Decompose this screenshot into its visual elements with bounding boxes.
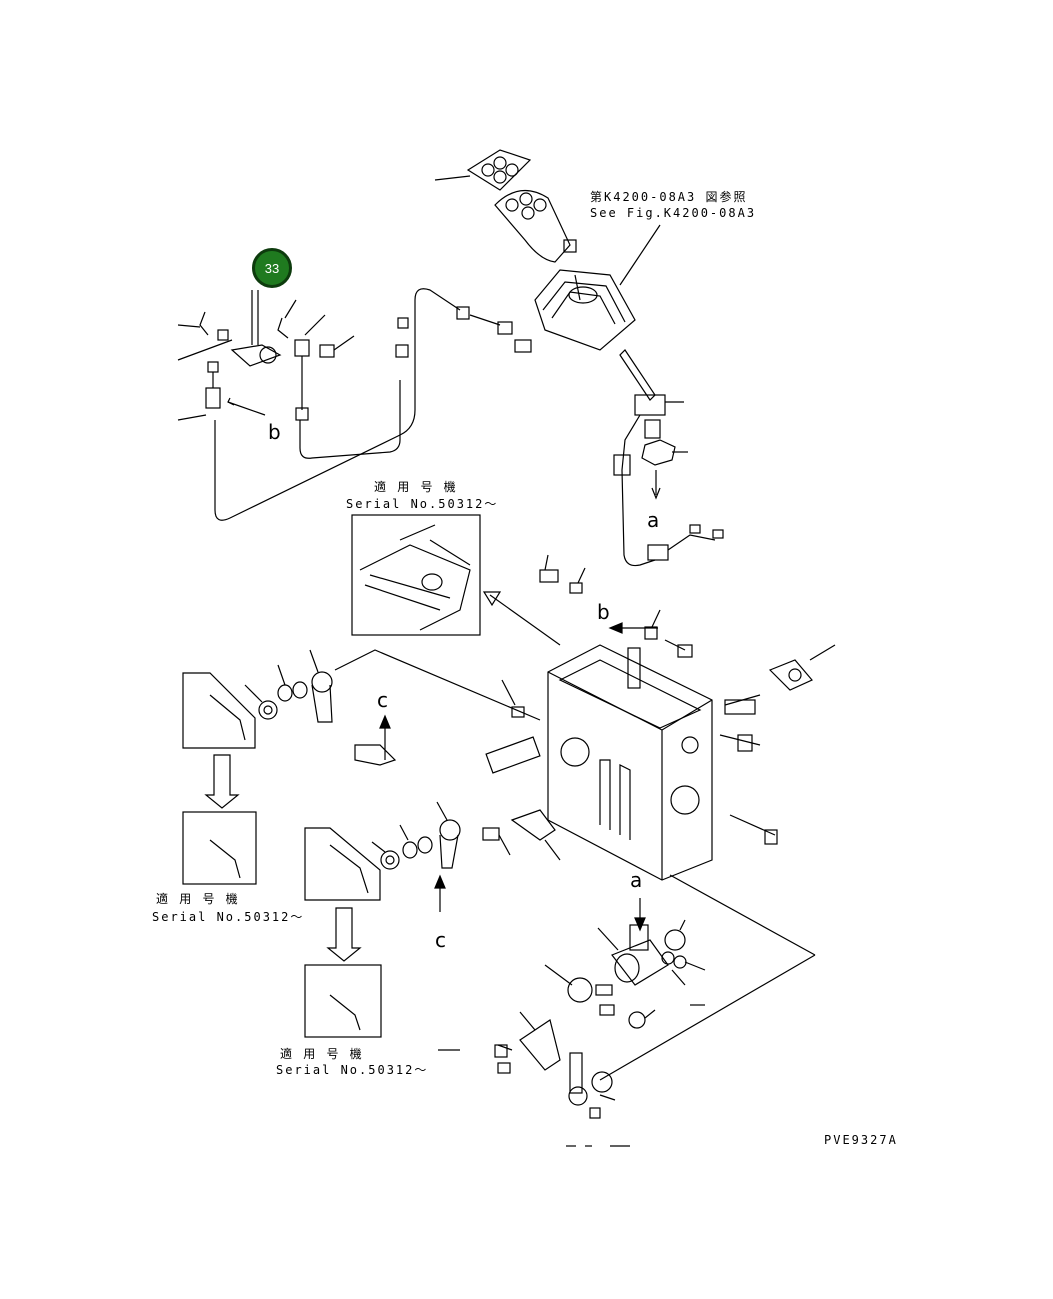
valve-block: [547, 644, 713, 881]
serial-label-jp-1: 適 用 号 機: [374, 480, 458, 494]
letter-c-upper: c: [377, 688, 388, 712]
spool-parts: [244, 649, 561, 870]
serial-label-en-3: Serial No.50312～: [276, 1063, 429, 1077]
bolts: [501, 554, 836, 845]
serial-label-jp-2: 適 用 号 機: [156, 892, 240, 906]
serial-label-jp-3: 適 用 号 機: [280, 1047, 364, 1061]
inset-arrow: [489, 594, 561, 646]
inset-arrow-head: [482, 591, 502, 607]
letter-a-lower: a: [630, 868, 643, 892]
inset-box-upper: [351, 514, 481, 636]
callout-badge[interactable]: 33: [252, 248, 292, 288]
serial-label-en-2: Serial No.50312～: [152, 910, 305, 924]
letter-a-upper: a: [647, 508, 660, 532]
control-cable: [205, 288, 532, 521]
serial-label-en-1: Serial No.50312～: [346, 497, 499, 511]
letter-b-upper: b: [268, 420, 281, 444]
joystick-lever: [494, 189, 724, 567]
letter-c-lower: c: [435, 928, 446, 952]
letter-b-block: b: [597, 600, 610, 624]
drawing-code: PVE9327A: [824, 1133, 898, 1147]
direction-arrows: [379, 622, 658, 932]
reference-label-jp: 第K4200-08A3 図参照: [590, 190, 748, 204]
knob-gasket: [434, 149, 532, 191]
lever-bracket: [177, 290, 355, 421]
inset-box-left: [182, 672, 382, 1038]
lower-valve: [438, 874, 816, 1147]
reference-label-en: See Fig.K4200-08A3: [590, 206, 757, 220]
